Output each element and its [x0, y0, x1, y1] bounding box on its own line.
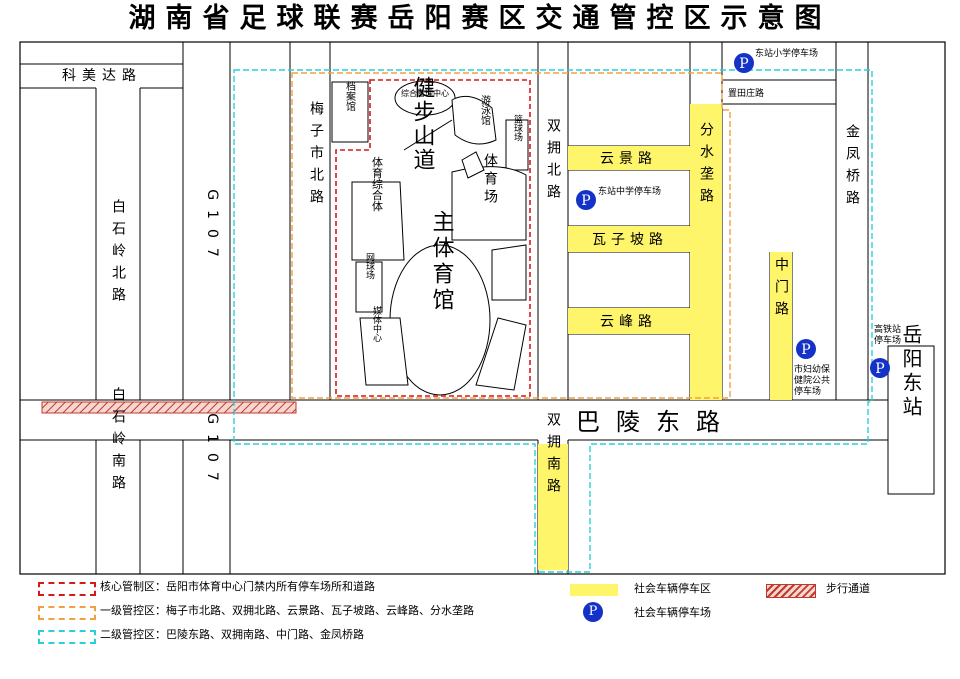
legend-swatch-level1 [38, 606, 96, 620]
legend-parking-icon: P [583, 602, 603, 622]
parking-areas [538, 104, 792, 570]
legend-parking-lot: 社会车辆停车场 [634, 606, 711, 619]
road-label-g107-south: G107 [204, 413, 220, 491]
road-label-baishiling-north: 白石岭北路 [110, 199, 126, 309]
road-label-baishiling-south: 白石岭南路 [110, 387, 126, 497]
parking-area-fenshuigang [690, 104, 722, 400]
parking-area-shuangyong-south [538, 444, 568, 570]
parking-icon-maternal-child [796, 339, 816, 359]
label-swimming-hall: 游泳馆 [479, 94, 491, 126]
small-pavilion [461, 151, 485, 179]
legend-swatch-core [38, 582, 96, 596]
road-label-shuangyong-north: 双拥北路 [545, 118, 561, 206]
label-management-center: 综合管理中心 [401, 88, 449, 98]
road-label-baling-east: 巴陵东路 [576, 408, 736, 436]
legend-core: 核心管制区：岳阳市体育中心门禁内所有停车场所和道路 [100, 580, 375, 593]
legend-parking-area: 社会车辆停车区 [634, 582, 711, 595]
parking-icon-dongzhan-primary [734, 53, 754, 73]
parking-icons: P P P P [576, 53, 890, 378]
road-label-shuangyong-south: 双拥南路 [545, 412, 561, 500]
legend-swatch-walkway [766, 584, 816, 598]
label-archive: 档案馆 [344, 80, 356, 112]
station-building [887, 345, 935, 495]
path-line [403, 119, 453, 151]
label-high-speed-rail: 高铁站停车场 [874, 323, 901, 346]
legend-level2: 二级管控区：巴陵东路、双拥南路、中门路、金凤桥路 [100, 628, 364, 641]
road-label-yunjing: 云景路 [600, 151, 657, 167]
venue-buildings [331, 80, 529, 396]
legend-walkway: 步行通道 [826, 582, 870, 595]
label-main-arena: 主体育馆 [429, 210, 455, 314]
side-building-east-1 [491, 244, 527, 301]
road-label-g107: G107 [204, 189, 220, 267]
road-label-yunfeng: 云峰路 [600, 314, 657, 330]
parking-area-yunjing [568, 146, 690, 170]
parking-area-wazipo [568, 226, 690, 252]
svg-text:P: P [581, 193, 590, 209]
parking-icon-high-speed-rail [870, 358, 890, 378]
legend-level1: 一级管控区：梅子市北路、双拥北路、云景路、瓦子坡路、云峰路、分水垄路 [100, 604, 474, 617]
road-labels: 科美达路 白石岭北路 白石岭南路 G107 G107 梅子市北路 双拥北路 双拥… [62, 68, 860, 500]
parking-labels: 东站小学停车场 东站中学停车场 市妇幼保健院公共停车场 高铁站停车场 [598, 47, 901, 397]
core-control-zone [335, 79, 531, 397]
parking-area-zhongmen [770, 252, 792, 400]
label-basketball: 篮球场 [512, 113, 523, 142]
parking-area-yunfeng [568, 308, 690, 334]
pedestrian-walkway [41, 401, 297, 414]
label-fitness-path: 健步山道 [410, 76, 436, 172]
map-title: 湖南省足球联赛岳阳赛区交通管控区示意图 [128, 3, 832, 34]
road-label-fenshuigang: 分水垄路 [698, 122, 714, 210]
road-label-meizishi-north: 梅子市北路 [308, 101, 324, 211]
svg-text:P: P [801, 342, 810, 358]
road-label-kemeida: 科美达路 [62, 68, 142, 84]
media-center-building [359, 317, 409, 386]
label-maternal-child: 市妇幼保健院公共停车场 [794, 363, 830, 397]
road-label-zhitianzhuang: 置田庄路 [728, 87, 764, 99]
side-building-east-2 [475, 317, 527, 391]
label-station: 岳阳东站 [899, 324, 923, 420]
label-gymnasium: 体育场 [482, 153, 498, 207]
label-dongzhan-primary: 东站小学停车场 [755, 47, 818, 59]
label-media-center: 媒体中心 [371, 306, 382, 342]
level2-control-zone [233, 69, 873, 573]
multi-gym-building [351, 181, 405, 261]
venue-labels: 档案馆 综合管理中心 游泳馆 篮球场 健步山道 体育综合体 体育场 网球场 主体… [344, 76, 523, 342]
map-frame [19, 41, 946, 575]
label-dongzhan-middle: 东站中学停车场 [598, 185, 661, 197]
archive-building [331, 81, 369, 143]
svg-text:P: P [875, 361, 884, 377]
road-label-wazipo: 瓦子坡路 [592, 232, 668, 248]
parking-icon-dongzhan-middle [576, 190, 596, 210]
level1-control-zone [291, 72, 731, 399]
legend-swatch-parking-area [570, 584, 618, 596]
basketball-court [505, 119, 529, 171]
road-label-zhongmen: 中门路 [773, 257, 789, 323]
road-label-jinfengqiao: 金凤桥路 [844, 124, 860, 212]
label-multi-gym: 体育综合体 [371, 155, 384, 211]
label-tennis: 网球场 [364, 252, 375, 280]
svg-text:P: P [739, 56, 748, 72]
tennis-court [355, 261, 383, 313]
swimming-hall-building [451, 95, 497, 145]
legend-swatch-level2 [38, 630, 96, 644]
